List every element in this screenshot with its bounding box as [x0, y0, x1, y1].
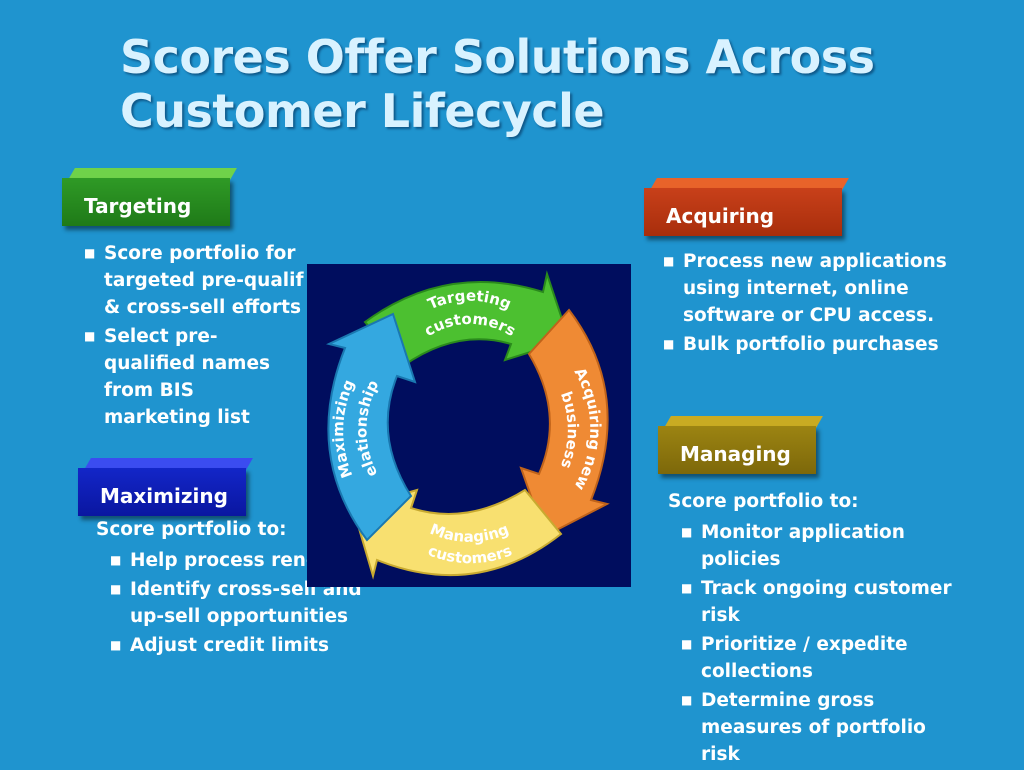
list-item: ■Track ongoing customer risk [681, 578, 952, 626]
list-item: ■Adjust credit limits [110, 635, 330, 656]
managing-box: Managing [658, 416, 823, 474]
managing-intro: Score portfolio to: [668, 491, 859, 512]
list-item: ■Score portfolio for targeted pre-qualif… [84, 243, 304, 318]
managing-arrow [351, 488, 563, 580]
acquiring-bullets: ■Process new applications using internet… [663, 248, 963, 360]
maximizing-intro: Score portfolio to: [96, 519, 287, 540]
list-item: ■Bulk portfolio purchases [663, 334, 939, 355]
targeting-arrow [363, 270, 571, 368]
maximizing-label: Maximizing [100, 484, 228, 508]
lifecycle-diagram: Targeting customers Acquiring new busine… [307, 264, 631, 587]
targeting-bullets: ■Score portfolio for targeted pre-qualif… [84, 240, 306, 433]
slide-title: Scores Offer Solutions Across Customer L… [120, 30, 875, 138]
acquiring-label: Acquiring [666, 204, 775, 228]
list-item: ■Monitor application policies [681, 522, 905, 570]
list-item: ■Help process rene [110, 550, 319, 571]
acquiring-box: Acquiring [644, 178, 849, 236]
maximizing-arrow [326, 312, 417, 542]
targeting-box: Targeting [62, 168, 237, 226]
list-item: ■Prioritize / expedite collections [681, 634, 908, 682]
list-item: ■Determine gross measures of portfolio r… [681, 690, 926, 765]
list-item: ■Identify cross-sell and up-sell opportu… [110, 579, 362, 627]
list-item: ■Select pre-qualified names from BIS mar… [84, 326, 271, 428]
managing-label: Managing [680, 442, 791, 466]
targeting-label: Targeting [84, 194, 192, 218]
managing-bullets: ■Monitor application policies ■Track ong… [681, 519, 971, 770]
maximizing-box: Maximizing [78, 458, 253, 516]
maximizing-bullets: ■Help process rene ■Identify cross-sell … [110, 547, 370, 661]
acquiring-arrow [519, 308, 610, 538]
lifecycle-cycle-svg: Targeting customers Acquiring new busine… [307, 264, 610, 580]
list-item: ■Process new applications using internet… [663, 251, 947, 326]
